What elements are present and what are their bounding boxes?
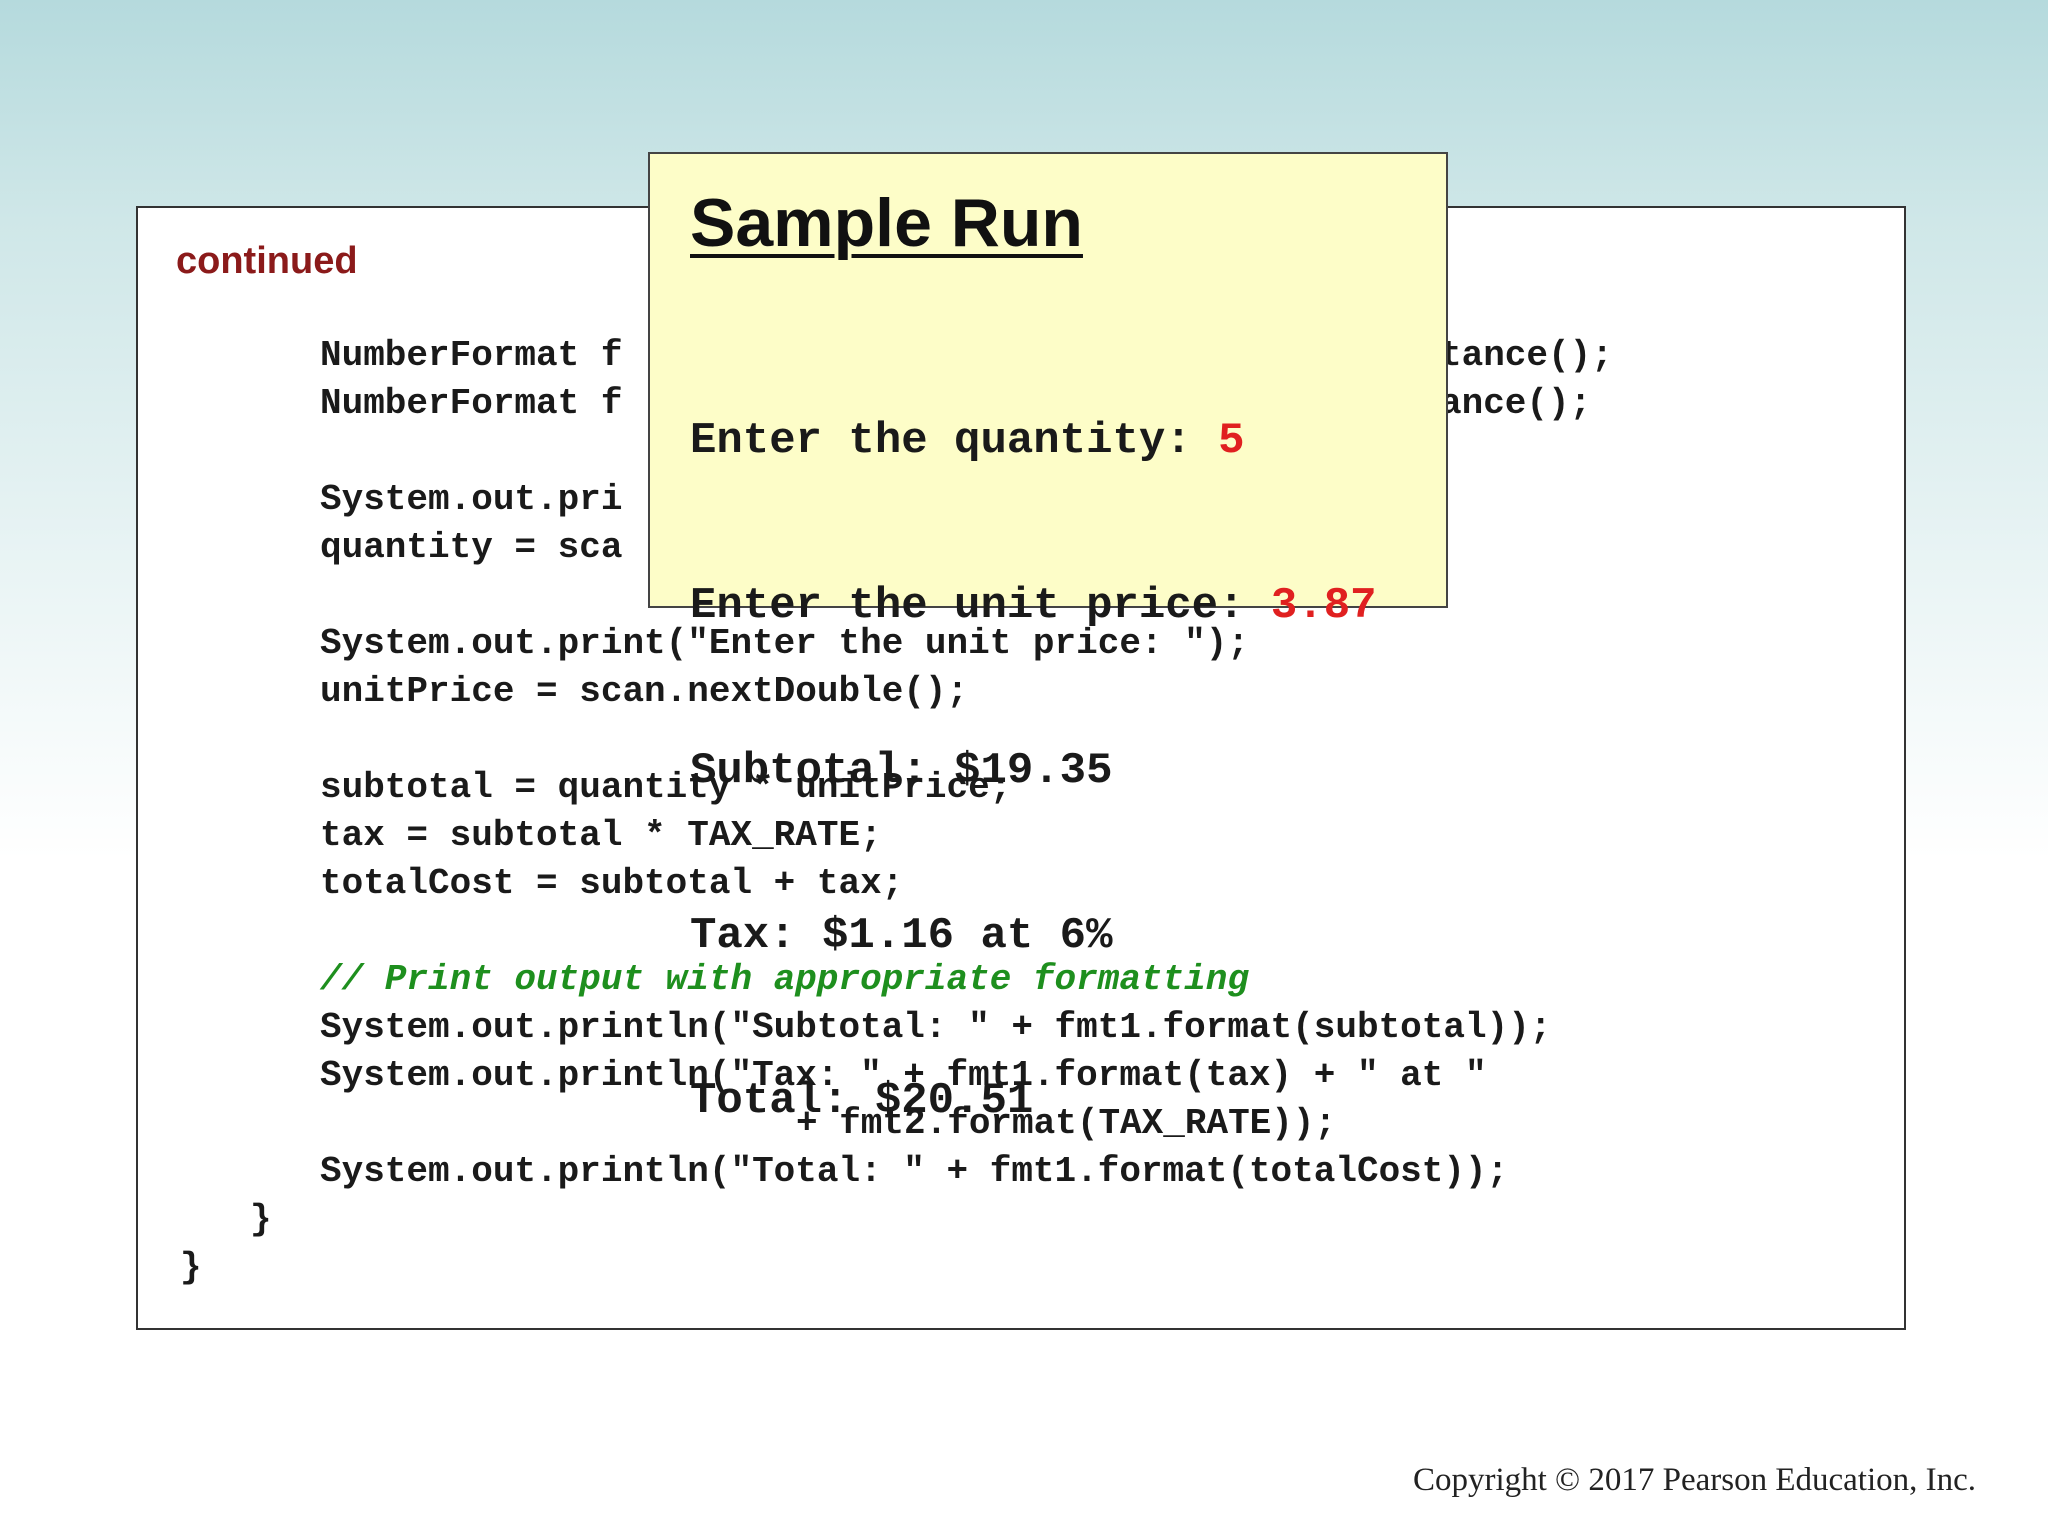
continued-label: continued xyxy=(176,240,358,282)
run-output: Tax: $1.16 at 6% xyxy=(690,911,1113,961)
closing-brace: } xyxy=(180,1247,202,1288)
code-line: tax = subtotal * TAX_RATE; xyxy=(320,815,882,856)
sample-run-title: Sample Run xyxy=(690,185,1083,261)
run-input: 3.87 xyxy=(1270,581,1377,631)
code-line: ance(); xyxy=(1440,383,1592,424)
sample-run-output: Enter the quantity: 5 Enter the unit pri… xyxy=(690,304,1377,1239)
code-line: unitPrice = scan.nextDouble(); xyxy=(320,671,969,712)
code-line: System.out.pri xyxy=(320,479,623,520)
code-line: NumberFormat f xyxy=(320,335,623,376)
closing-brace: } xyxy=(250,1199,272,1240)
code-line: totalCost = subtotal + tax; xyxy=(320,863,904,904)
code-line: System.out.println("Total: " + fmt1.form… xyxy=(320,1151,1509,1192)
run-input: 5 xyxy=(1218,416,1245,466)
run-prompt: Enter the quantity: xyxy=(690,416,1219,466)
code-line: NumberFormat f xyxy=(320,383,623,424)
run-line: Tax: $1.16 at 6% xyxy=(690,909,1377,964)
code-line: + fmt2.format(TAX_RATE)); xyxy=(796,1103,1337,1144)
sample-run-box: Sample Run Enter the quantity: 5 Enter t… xyxy=(648,152,1448,1126)
code-line: quantity = sca xyxy=(320,527,623,568)
code-line: tance(); xyxy=(1440,335,1613,376)
code-line: System.out.println("Tax: " + fmt1.format… xyxy=(320,1055,1487,1096)
run-output: Subtotal: $19.35 xyxy=(690,746,1113,796)
code-comment: // Print output with appropriate formatt… xyxy=(320,959,1249,1000)
copyright-notice: Copyright © 2017 Pearson Education, Inc. xyxy=(1412,1462,1976,1498)
run-line: Total: $20.51 xyxy=(690,1074,1377,1129)
run-line: Enter the unit price: 3.87 xyxy=(690,579,1377,634)
code-line: subtotal = quantity * unitPrice; xyxy=(320,767,1012,808)
code-line: System.out.println("Subtotal: " + fmt1.f… xyxy=(320,1007,1552,1048)
run-prompt: Enter the unit price: xyxy=(690,581,1271,631)
run-line: Enter the quantity: 5 xyxy=(690,414,1377,469)
code-line: System.out.print("Enter the unit price: … xyxy=(320,623,1249,664)
run-output: Total: $20.51 xyxy=(690,1076,1034,1126)
run-line: Subtotal: $19.35 xyxy=(690,744,1377,799)
